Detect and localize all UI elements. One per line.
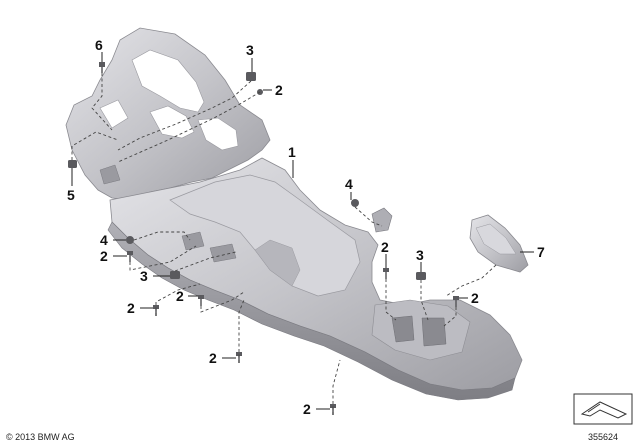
callout-3-right: 3 (416, 247, 424, 263)
callout-2-center: 2 (176, 288, 184, 304)
callout-2-bottom-center: 2 (209, 350, 217, 366)
callout-3-left: 3 (140, 268, 148, 284)
copyright-text: © 2013 BMW AG (6, 432, 75, 442)
callout-1: 1 (288, 144, 296, 160)
callout-labels: 6 3 2 1 5 4 4 2 3 2 3 7 2 2 2 2 2 (67, 37, 545, 417)
side-cover-part (469, 214, 529, 273)
callout-4-left: 4 (100, 232, 108, 248)
callout-2-right: 2 (471, 290, 479, 306)
floor-panel-part (65, 27, 523, 401)
callout-2-lower-left: 2 (127, 300, 135, 316)
callout-2-left: 2 (100, 248, 108, 264)
callout-2-mid-right: 2 (381, 239, 389, 255)
leader-lines (71, 52, 534, 410)
hardware-group (68, 62, 459, 415)
callout-6: 6 (95, 37, 103, 53)
callout-2-top: 2 (275, 82, 283, 98)
callout-5: 5 (67, 187, 75, 203)
callout-3-top: 3 (246, 42, 254, 58)
assembly-lines (71, 73, 497, 415)
reference-arrow-icon (573, 393, 633, 425)
callout-7: 7 (537, 244, 545, 260)
diagram-number: 355624 (588, 432, 618, 442)
callout-2-bottom: 2 (303, 401, 311, 417)
callout-4-right: 4 (345, 176, 353, 192)
